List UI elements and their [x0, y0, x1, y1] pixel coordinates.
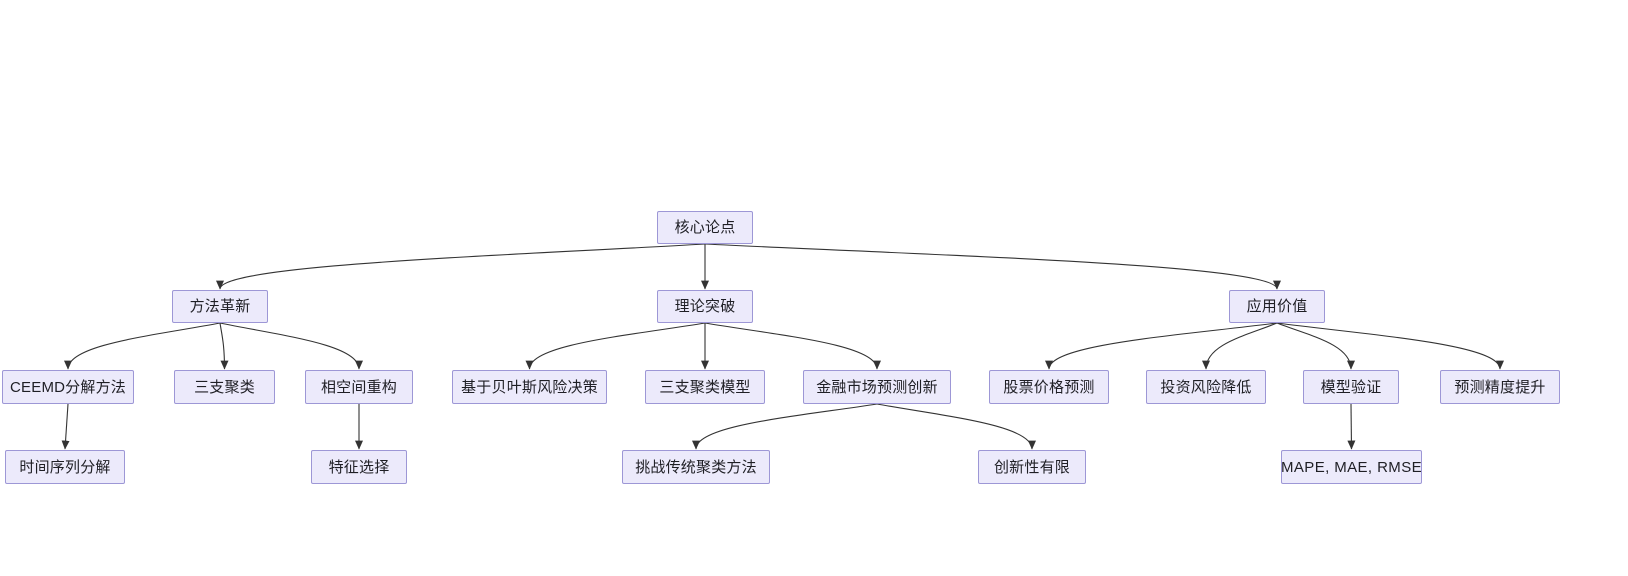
- node-label-accuracy: 预测精度提升: [1454, 378, 1546, 396]
- node-accuracy[interactable]: 预测精度提升: [1440, 370, 1560, 404]
- node-label-tsdecomp: 时间序列分解: [19, 458, 111, 476]
- node-cluster3[interactable]: 三支聚类: [174, 370, 275, 404]
- node-stock[interactable]: 股票价格预测: [989, 370, 1109, 404]
- node-tsdecomp[interactable]: 时间序列分解: [5, 450, 125, 484]
- node-method[interactable]: 方法革新: [172, 290, 268, 323]
- node-label-limited: 创新性有限: [993, 458, 1070, 476]
- node-label-root: 核心论点: [674, 219, 736, 236]
- node-label-bayes: 基于贝叶斯风险决策: [461, 378, 598, 396]
- node-label-phase: 相空间重构: [320, 378, 397, 396]
- node-value[interactable]: 应用价值: [1229, 290, 1325, 323]
- node-limited[interactable]: 创新性有限: [978, 450, 1086, 484]
- node-label-feature: 特征选择: [328, 458, 390, 476]
- node-label-finance: 金融市场预测创新: [816, 378, 938, 396]
- node-validate[interactable]: 模型验证: [1303, 370, 1399, 404]
- node-ceemd[interactable]: CEEMD分解方法: [2, 370, 134, 404]
- node-label-method: 方法革新: [189, 298, 251, 315]
- node-label-validate: 模型验证: [1320, 378, 1382, 396]
- node-challenge[interactable]: 挑战传统聚类方法: [622, 450, 770, 484]
- node-root[interactable]: 核心论点: [657, 211, 753, 244]
- node-finance[interactable]: 金融市场预测创新: [803, 370, 951, 404]
- node-metrics[interactable]: MAPE, MAE, RMSE: [1281, 450, 1422, 484]
- node-label-metrics: MAPE, MAE, RMSE: [1280, 458, 1423, 476]
- node-label-stock: 股票价格预测: [1003, 378, 1095, 396]
- node-label-challenge: 挑战传统聚类方法: [635, 458, 757, 476]
- node-label-cluster3: 三支聚类: [194, 378, 255, 396]
- node-label-ceemd: CEEMD分解方法: [10, 378, 126, 396]
- node-risk[interactable]: 投资风险降低: [1146, 370, 1266, 404]
- node-phase[interactable]: 相空间重构: [305, 370, 413, 404]
- node-theory[interactable]: 理论突破: [657, 290, 753, 323]
- node-label-cmodel: 三支聚类模型: [659, 378, 751, 396]
- node-label-value: 应用价值: [1246, 298, 1308, 315]
- node-cmodel[interactable]: 三支聚类模型: [645, 370, 765, 404]
- node-bayes[interactable]: 基于贝叶斯风险决策: [452, 370, 607, 404]
- node-label-theory: 理论突破: [674, 298, 736, 315]
- node-label-risk: 投资风险降低: [1160, 378, 1252, 396]
- node-feature[interactable]: 特征选择: [311, 450, 407, 484]
